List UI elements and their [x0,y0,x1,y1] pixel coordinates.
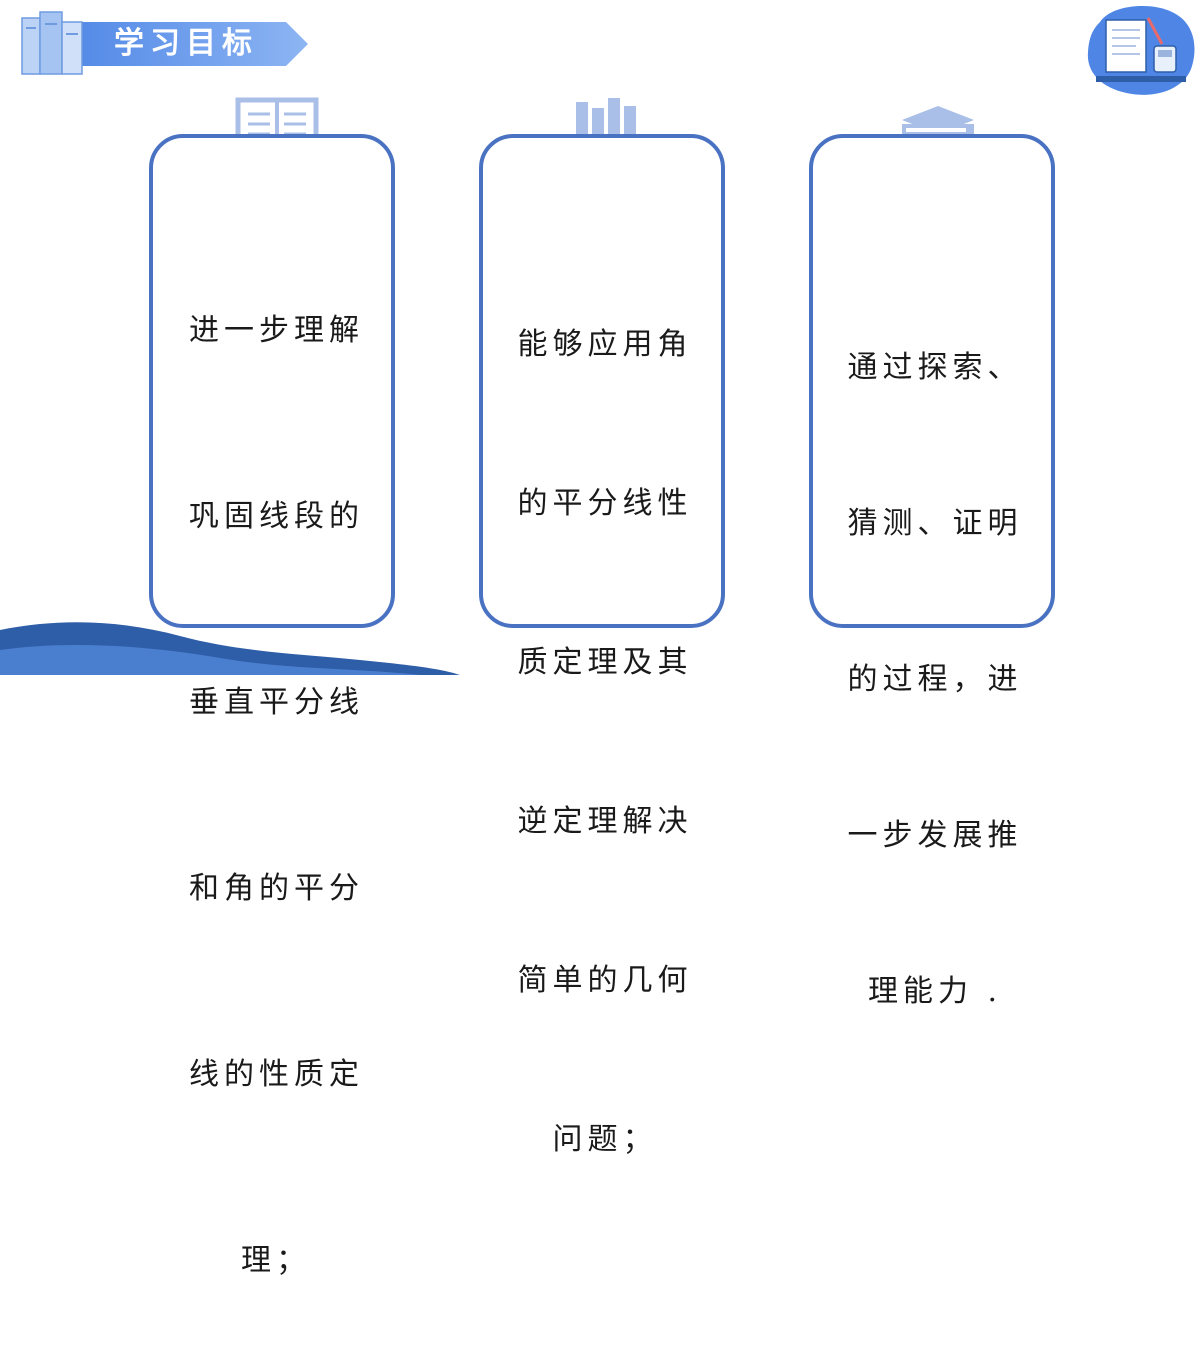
objective-line: 的平分线性 [517,486,693,521]
objective-line: 问题； [552,1122,658,1157]
books-icon [21,11,83,75]
objective-text-1: 进一步理解 巩固线段的 垂直平分线 和角的平分 线的性质定 理； [189,176,363,1350]
objective-line: 和角的平分 [189,871,364,906]
page-title: 学习目标 [114,26,258,61]
math-desk-illustration [1087,6,1195,95]
objective-card-3: 通过探索、 猜测、证明 的过程，进 一步发展推 理能力 . [809,134,1055,1009]
objective-line: 巩固线段的 [189,499,364,534]
objective-line: 质定理及其 [517,645,693,680]
objective-line: 猜测、证明 [847,506,1023,541]
objective-line: 简单的几何 [517,963,693,998]
objective-line: 理； [241,1243,311,1278]
objective-text-3: 通过探索、 猜测、证明 的过程，进 一步发展推 理能力 . [835,238,1035,1122]
objective-line: 进一步理解 [189,313,364,348]
section-header: 学习目标 [18,8,318,80]
objective-line: 的过程，进 [847,662,1023,697]
objective-line: 能够应用角 [517,327,693,362]
objective-line: 垂直平分线 [189,685,364,720]
objective-line: 通过探索、 [847,350,1023,385]
bottom-wave-decoration [0,622,460,675]
objective-line: 线的性质定 [189,1057,364,1092]
objective-text-2: 能够应用角 的平分线性 质定理及其 逆定理解决 简单的几何 问题； [505,212,705,1272]
objective-line: 一步发展推 [847,818,1023,853]
header-banner [21,11,308,75]
objective-card-2: 能够应用角 的平分线性 质定理及其 逆定理解决 简单的几何 问题； [479,134,725,1157]
objective-card-1: 进一步理解 巩固线段的 垂直平分线 和角的平分 线的性质定 理； [149,134,395,1278]
objective-line: 逆定理解决 [517,804,693,839]
objective-line: 理能力 . [867,974,1003,1009]
